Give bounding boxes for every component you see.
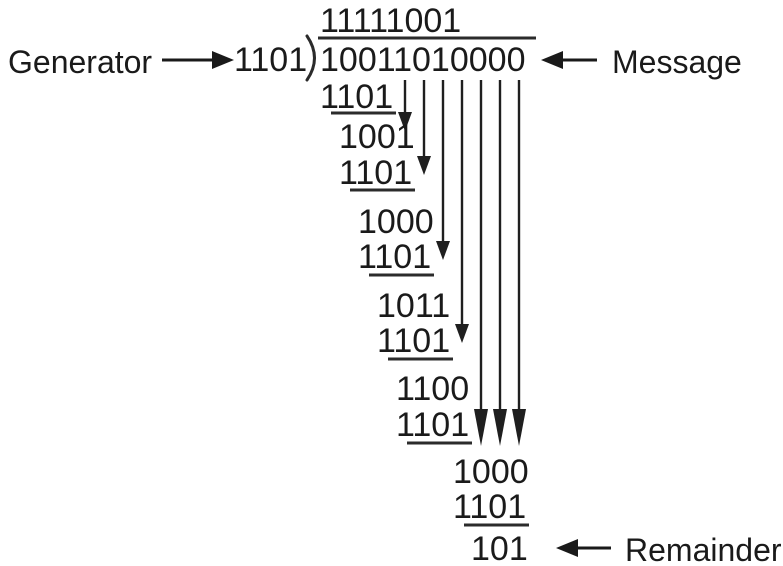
division-bracket-icon [305, 34, 316, 82]
step-6-subtrahend: 1101 [453, 488, 526, 526]
message-label: Message [612, 44, 742, 80]
quotient-value: 11111001 [320, 2, 461, 40]
message-arrow-icon [541, 51, 597, 69]
step-2-subtrahend: 1101 [339, 154, 412, 192]
step-1-partial: 1001 [339, 118, 415, 156]
remainder-arrow-icon [556, 539, 611, 557]
bit-drop-lines [398, 80, 526, 446]
step-4-subtrahend: 1101 [377, 322, 450, 360]
step-4-partial: 1100 [396, 370, 469, 408]
step-3-partial: 1011 [377, 287, 450, 325]
generator-label: Generator [8, 44, 152, 80]
divisor-value: 1101 [234, 41, 307, 79]
remainder-label: Remainder [625, 532, 782, 566]
dividend-value: 10011010000 [320, 41, 525, 79]
step-2-partial: 1000 [358, 203, 434, 241]
generator-arrow-icon [162, 51, 234, 69]
step-5-subtrahend: 1101 [396, 406, 469, 444]
step-1-subtrahend: 1101 [320, 78, 393, 116]
step-3-subtrahend: 1101 [358, 238, 431, 276]
step-5-partial: 1000 [453, 453, 529, 491]
remainder-value: 101 [471, 530, 528, 566]
